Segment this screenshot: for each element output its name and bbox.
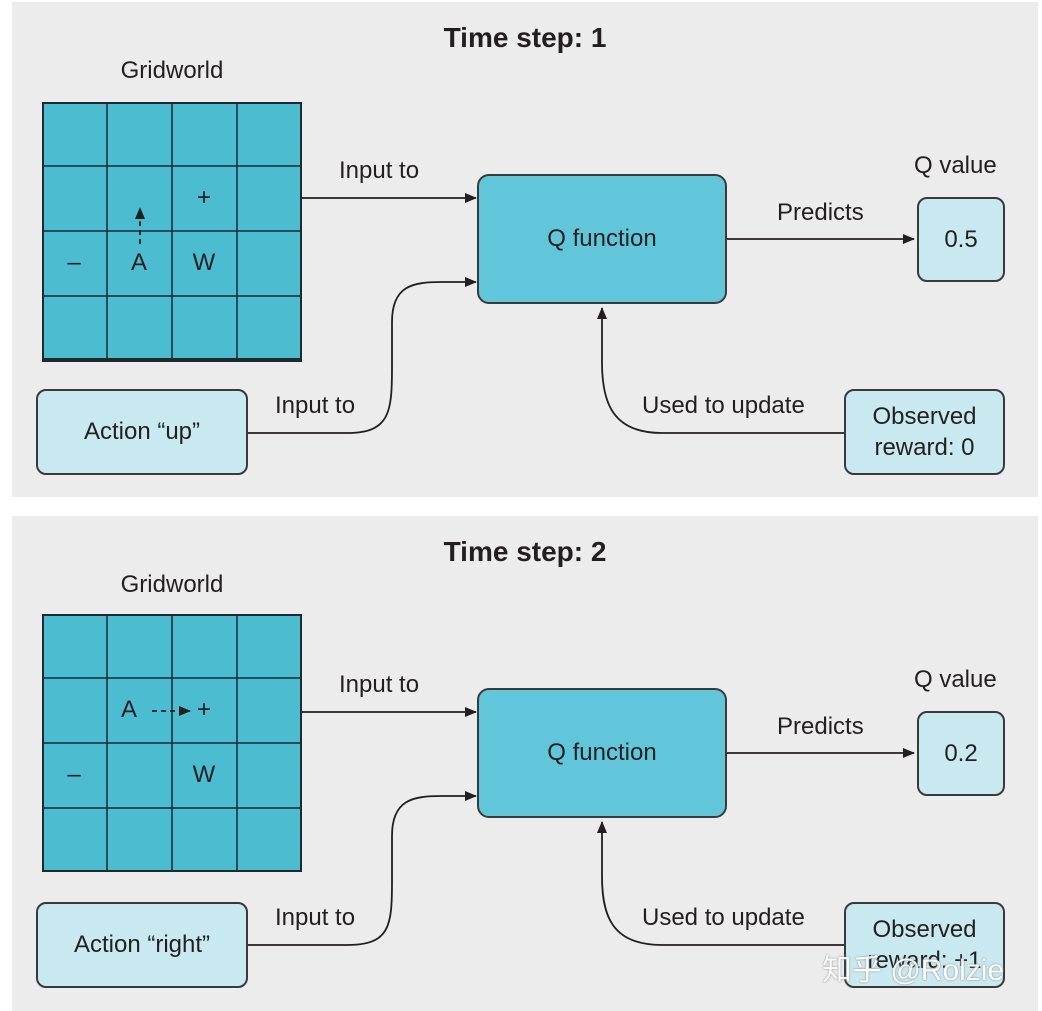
- predicts-label: Predicts: [777, 199, 864, 226]
- cell-minus: –: [67, 761, 81, 788]
- panel-time-step-1: Time step: 1 Gridworld + – A W Input to …: [12, 2, 1038, 497]
- cell-agent: A: [130, 249, 147, 276]
- input-to-label-bottom: Input to: [275, 904, 356, 931]
- observed-line2: reward: 0: [874, 434, 975, 461]
- grid-overlay: [42, 614, 302, 872]
- watermark: 知乎 @Rolzie: [822, 954, 1005, 987]
- action-box: Action “up”: [36, 389, 248, 475]
- time-step-title: Time step: 1: [443, 22, 607, 53]
- time-step-title: Time step: 2: [443, 536, 607, 567]
- observed-reward-box: Observed reward: +1: [844, 902, 1005, 988]
- gridworld-label: Gridworld: [120, 571, 224, 598]
- q-function-box: Q function: [477, 174, 727, 304]
- cell-wall: W: [192, 249, 216, 276]
- cell-minus: –: [67, 249, 81, 276]
- arrow-reward-to-q: [597, 821, 844, 946]
- arrow-reward-to-q: [597, 307, 844, 434]
- panel-time-step-2: Time step: 2 Gridworld A + – W Input to …: [12, 516, 1038, 1011]
- q-value-label: Q value: [914, 666, 997, 693]
- observed-line1: Observed: [872, 402, 977, 430]
- cell-plus: +: [196, 696, 211, 723]
- arrow-action-to-q: [248, 277, 477, 434]
- used-to-update-label: Used to update: [642, 904, 805, 931]
- predicts-label: Predicts: [777, 713, 864, 740]
- observed-line1: Observed: [872, 915, 977, 943]
- used-to-update-label: Used to update: [642, 392, 805, 419]
- q-value-label: Q value: [914, 152, 997, 179]
- cell-wall: W: [192, 761, 216, 788]
- observed-line2: reward: +1: [867, 947, 982, 974]
- action-box: Action “right”: [36, 902, 248, 988]
- grid-lines: [42, 614, 302, 872]
- cell-plus: +: [196, 184, 211, 211]
- input-to-label-top: Input to: [339, 671, 420, 698]
- cell-agent: A: [120, 696, 137, 723]
- input-to-label-top: Input to: [339, 157, 420, 184]
- gridworld-label: Gridworld: [120, 57, 224, 84]
- q-value-box: 0.2: [917, 711, 1005, 796]
- arrow-action-to-q: [248, 791, 477, 946]
- observed-reward-box: Observed reward: 0: [844, 389, 1005, 475]
- panel-2-connectors: [248, 707, 915, 946]
- input-to-label-bottom: Input to: [275, 392, 356, 419]
- q-function-box: Q function: [477, 688, 727, 818]
- q-value-box: 0.5: [917, 197, 1005, 282]
